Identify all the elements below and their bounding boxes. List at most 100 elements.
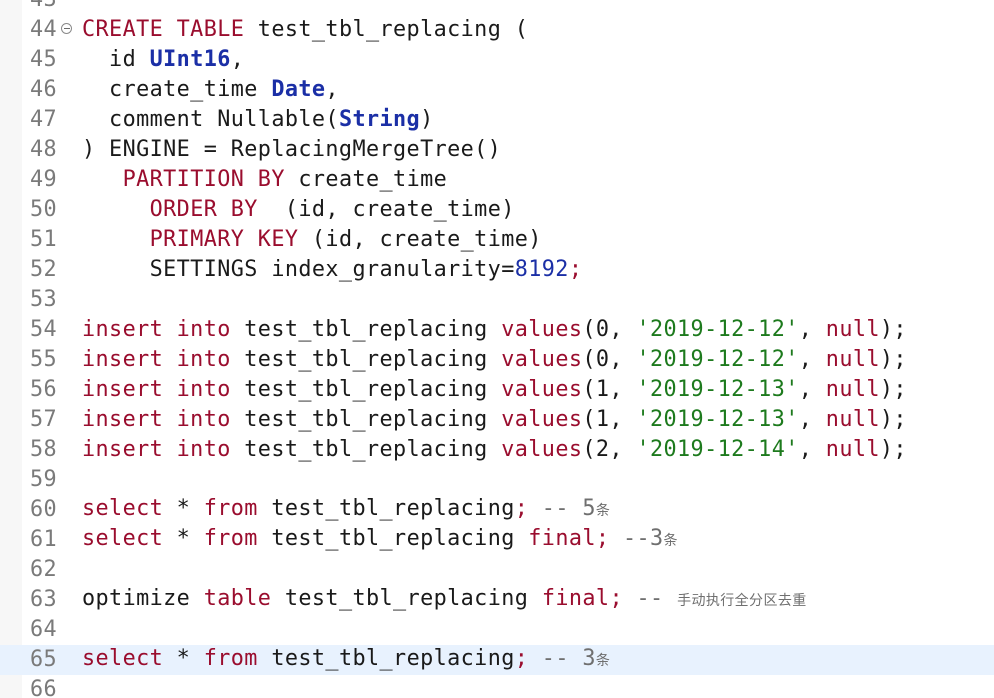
code-token: (id, create_time) bbox=[298, 227, 542, 252]
code-line[interactable]: 57 insert into test_tbl_replacing values(… bbox=[0, 405, 994, 435]
code-line[interactable]: 50 ORDER BY (id, create_time) bbox=[0, 195, 994, 225]
code-token: test_tbl_replacing bbox=[230, 347, 502, 372]
line-number: 47 bbox=[30, 107, 58, 132]
code-token: -- bbox=[622, 586, 678, 611]
code-token: '2019-12-14' bbox=[636, 437, 799, 462]
code-token: , bbox=[798, 347, 826, 372]
code-token bbox=[82, 167, 123, 192]
line-number: 45 bbox=[30, 47, 58, 72]
code-line[interactable]: 51 PRIMARY KEY (id, create_time) bbox=[0, 225, 994, 255]
code-token bbox=[82, 227, 150, 252]
line-number: 57 bbox=[30, 407, 58, 432]
code-token: test_tbl_replacing bbox=[230, 317, 502, 342]
code-token: ) bbox=[420, 107, 434, 132]
code-token: 8192 bbox=[514, 257, 569, 282]
line-number: 66 bbox=[30, 677, 58, 698]
line-number: 54 bbox=[30, 317, 58, 342]
line-number: 43 bbox=[30, 0, 62, 15]
code-token: null bbox=[825, 407, 880, 432]
code-text: ) ENGINE = ReplacingMergeTree() bbox=[82, 135, 501, 165]
code-token: test_tbl_replacing ( bbox=[244, 17, 529, 42]
line-number: 48 bbox=[30, 137, 58, 162]
code-token: UInt16 bbox=[149, 47, 231, 72]
code-token: final bbox=[528, 526, 596, 551]
line-number: 64 bbox=[30, 617, 58, 642]
line-number: 61 bbox=[30, 527, 58, 552]
code-text: select * from test_tbl_replacing final; … bbox=[82, 524, 678, 556]
code-token: '2019-12-13' bbox=[636, 377, 799, 402]
code-line[interactable]: 52 SETTINGS index_granularity=8192; bbox=[0, 255, 994, 285]
editor-left-margin bbox=[0, 0, 22, 698]
line-number: 55 bbox=[30, 347, 58, 372]
code-token: comment Nullable( bbox=[82, 107, 339, 132]
code-token: 手动执行全分区去重 bbox=[677, 593, 807, 609]
code-line[interactable]: 46 create_time Date, bbox=[0, 75, 994, 105]
code-text: insert into test_tbl_replacing values(0,… bbox=[82, 345, 907, 375]
code-token: select bbox=[82, 496, 164, 521]
code-token: '2019-12-13' bbox=[636, 407, 799, 432]
code-token: from bbox=[203, 526, 258, 551]
code-token: * bbox=[163, 646, 204, 671]
line-number: 65 bbox=[30, 647, 58, 672]
code-token: (2, bbox=[582, 437, 637, 462]
code-line[interactable]: 43 bbox=[0, 0, 994, 15]
code-token: Date bbox=[271, 77, 326, 102]
code-line[interactable]: 55 insert into test_tbl_replacing values(… bbox=[0, 345, 994, 375]
code-line[interactable]: 64 bbox=[0, 615, 994, 645]
code-token: final bbox=[541, 586, 610, 611]
code-line[interactable]: 47 comment Nullable(String) bbox=[0, 105, 994, 135]
code-line[interactable]: 49 PARTITION BY create_time bbox=[0, 165, 994, 195]
code-text: insert into test_tbl_replacing values(1,… bbox=[82, 405, 907, 435]
code-line[interactable]: 61 select * from test_tbl_replacing final… bbox=[0, 525, 994, 555]
line-number: 52 bbox=[30, 257, 58, 282]
code-token: null bbox=[825, 437, 880, 462]
code-token: (0, bbox=[582, 317, 637, 342]
code-token: test_tbl_replacing bbox=[230, 377, 502, 402]
code-line[interactable]: 59 bbox=[0, 465, 994, 495]
line-number: 58 bbox=[30, 437, 58, 462]
line-number: 59 bbox=[30, 467, 58, 492]
code-line[interactable]: 66 bbox=[0, 675, 994, 698]
code-token: test_tbl_replacing bbox=[257, 496, 515, 521]
code-token: PARTITION BY bbox=[122, 167, 285, 192]
code-token bbox=[82, 197, 150, 222]
code-line[interactable]: 45 id UInt16, bbox=[0, 45, 994, 75]
code-line[interactable]: 53 bbox=[0, 285, 994, 315]
code-text: PARTITION BY create_time bbox=[82, 165, 447, 195]
code-token: (0, bbox=[582, 347, 637, 372]
code-token: , bbox=[798, 437, 826, 462]
code-token: insert into bbox=[82, 317, 231, 342]
code-token: '2019-12-12' bbox=[636, 317, 799, 342]
code-token: ; bbox=[595, 526, 610, 551]
code-token: String bbox=[338, 107, 421, 132]
code-token: --3 bbox=[609, 526, 664, 551]
code-token: (1, bbox=[582, 377, 637, 402]
code-token: * bbox=[163, 496, 204, 521]
code-token: (1, bbox=[582, 407, 637, 432]
code-token: 条 bbox=[663, 533, 678, 549]
fold-collapse-icon[interactable] bbox=[61, 23, 72, 34]
line-number: 49 bbox=[30, 167, 58, 192]
code-token: 条 bbox=[595, 503, 611, 519]
code-token: null bbox=[825, 317, 880, 342]
code-text: ORDER BY (id, create_time) bbox=[82, 195, 515, 225]
code-token: test_tbl_replacing bbox=[257, 646, 515, 671]
code-token: ) ENGINE = ReplacingMergeTree() bbox=[82, 137, 502, 162]
code-token: select bbox=[82, 646, 164, 671]
code-line[interactable]: 48 ) ENGINE = ReplacingMergeTree() bbox=[0, 135, 994, 165]
code-token: values bbox=[501, 407, 583, 432]
code-token: create_time bbox=[284, 167, 448, 192]
code-text: id UInt16, bbox=[82, 45, 244, 75]
code-token: ); bbox=[879, 347, 907, 372]
code-line[interactable]: 62 bbox=[0, 555, 994, 585]
code-token: from bbox=[203, 646, 258, 671]
code-token: ; bbox=[514, 646, 529, 671]
